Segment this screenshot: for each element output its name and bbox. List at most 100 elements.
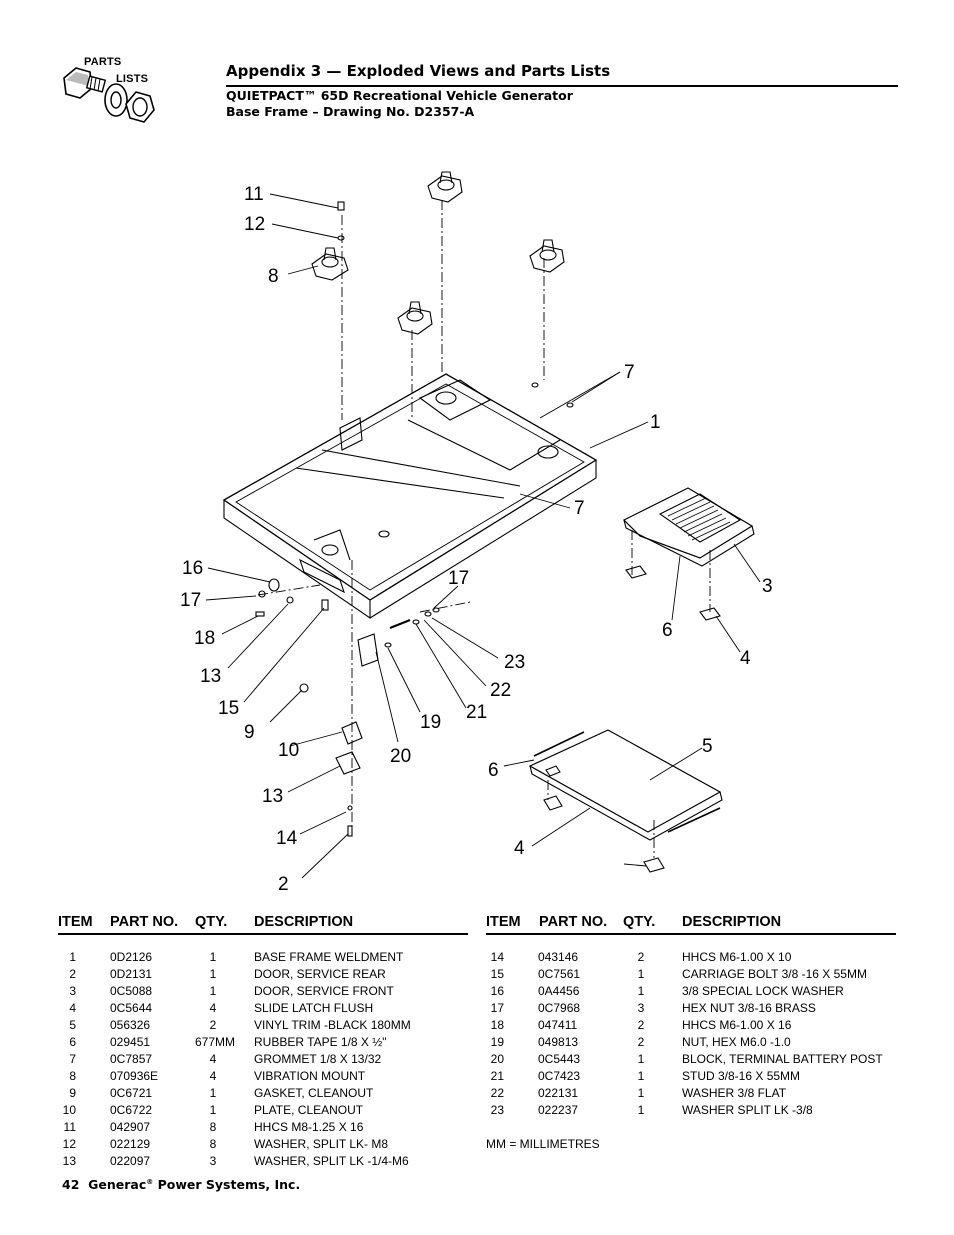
quantity: 1 — [209, 967, 217, 981]
callout-label: 9 — [244, 722, 255, 743]
part-number: 0C7968 — [538, 1001, 581, 1015]
part-number: 049813 — [538, 1035, 579, 1049]
item-number: 9 — [69, 1086, 76, 1100]
header-item: ITEM — [486, 914, 521, 930]
logo-line-parts: PARTS — [84, 56, 122, 68]
item-number: 8 — [69, 1069, 76, 1083]
logo-line-lists: LISTS — [116, 73, 149, 85]
description: VINYL TRIM -BLACK 180MM — [254, 1018, 411, 1032]
quantity: 677MM — [195, 1035, 236, 1049]
part-number: 022237 — [538, 1103, 579, 1117]
part-number: 070936E — [110, 1069, 159, 1083]
callout-label: 21 — [466, 702, 487, 723]
bolt-nut-washer-icon — [63, 67, 155, 123]
quantity: 2 — [637, 1035, 645, 1049]
part-number: 0C7857 — [110, 1052, 153, 1066]
quantity: 2 — [209, 1018, 217, 1032]
callout-label: 18 — [194, 628, 215, 649]
part-number: 0C7423 — [538, 1069, 581, 1083]
quantity: 3 — [209, 1154, 217, 1168]
item-number: 19 — [490, 1035, 504, 1049]
quantity: 1 — [637, 967, 645, 981]
description: WASHER, SPLIT LK- M8 — [254, 1137, 389, 1151]
part-number: 0D2126 — [110, 950, 153, 964]
header-rule — [486, 933, 896, 935]
description: HHCS M6-1.00 X 16 — [682, 1018, 792, 1032]
description: SLIDE LATCH FLUSH — [254, 1001, 374, 1015]
part-number: 056326 — [110, 1018, 151, 1032]
description: 3/8 SPECIAL LOCK WASHER — [682, 984, 844, 998]
item-number: 12 — [62, 1137, 76, 1151]
page-number: 42 — [62, 1177, 80, 1192]
callout-label: 20 — [390, 746, 411, 767]
callout-label: 4 — [514, 838, 525, 859]
callout-label: 19 — [420, 712, 441, 733]
callout-label: 17 — [180, 590, 201, 611]
page-title: Appendix 3 — Exploded Views and Parts Li… — [226, 62, 611, 80]
quantity: 1 — [637, 1069, 645, 1083]
part-number: 029451 — [110, 1035, 151, 1049]
part-number: 0C5088 — [110, 984, 153, 998]
header-qty: QTY. — [623, 914, 656, 930]
description: PLATE, CLEANOUT — [254, 1103, 364, 1117]
description: WASHER SPLIT LK -3/8 — [682, 1103, 813, 1117]
description: NUT, HEX M6.0 -1.0 — [682, 1035, 791, 1049]
item-number: 6 — [69, 1035, 76, 1049]
description: BASE FRAME WELDMENT — [254, 950, 404, 964]
header-rule — [226, 85, 898, 87]
item-number: 3 — [69, 984, 76, 998]
part-number: 0C7561 — [538, 967, 581, 981]
description: CARRIAGE BOLT 3/8 -16 X 55MM — [682, 967, 867, 981]
callout-label: 13 — [200, 666, 221, 687]
description: GROMMET 1/8 X 13/32 — [254, 1052, 382, 1066]
part-number: 022129 — [110, 1137, 151, 1151]
quantity: 2 — [637, 1018, 645, 1032]
item-number: 15 — [490, 967, 504, 981]
callout-label: 13 — [262, 786, 283, 807]
callout-label: 17 — [448, 568, 469, 589]
company-name: Generac — [88, 1177, 147, 1192]
company-name-rest: Power Systems, Inc. — [157, 1177, 301, 1192]
description: BLOCK, TERMINAL BATTERY POST — [682, 1052, 883, 1066]
item-number: 16 — [490, 984, 504, 998]
item-number: 1 — [69, 950, 76, 964]
exploded-view-drawing: 1112871736416171813151723222119209101314… — [180, 171, 773, 895]
description: GASKET, CLEANOUT — [254, 1086, 374, 1100]
part-number: 022097 — [110, 1154, 151, 1168]
part-number: 022131 — [538, 1086, 579, 1100]
quantity: 8 — [209, 1120, 217, 1134]
callout-label: 23 — [504, 652, 525, 673]
quantity: 1 — [637, 1086, 645, 1100]
quantity: 1 — [209, 984, 217, 998]
part-number: 0C5644 — [110, 1001, 153, 1015]
quantity: 1 — [209, 950, 217, 964]
item-number: 13 — [62, 1154, 76, 1168]
callout-label: 6 — [662, 620, 673, 641]
description: HHCS M6-1.00 X 10 — [682, 950, 792, 964]
callout-label: 16 — [182, 558, 203, 579]
part-number: 0A4456 — [538, 984, 580, 998]
description: RUBBER TAPE 1/8 X ½" — [254, 1035, 387, 1049]
callout-label: 3 — [762, 576, 773, 597]
quantity: 1 — [209, 1086, 217, 1100]
parts-lists-logo: PARTS LISTS — [58, 56, 158, 130]
item-number: 20 — [490, 1052, 504, 1066]
registered-mark: ® — [146, 1177, 154, 1186]
page-footer: 42 Generac® Power Systems, Inc. — [62, 1177, 300, 1192]
quantity: 4 — [209, 1001, 217, 1015]
part-number: 0D2131 — [110, 967, 153, 981]
item-number: 5 — [69, 1018, 76, 1032]
item-number: 21 — [490, 1069, 504, 1083]
header-description: DESCRIPTION — [682, 914, 782, 930]
quantity: 4 — [209, 1052, 217, 1066]
item-number: 7 — [69, 1052, 76, 1066]
quantity: 1 — [637, 1052, 645, 1066]
drawing-subtitle: Base Frame – Drawing No. D2357-A — [226, 104, 475, 119]
item-number: 17 — [490, 1001, 504, 1015]
callout-label: 22 — [490, 680, 511, 701]
part-number: 043146 — [538, 950, 579, 964]
description: WASHER 3/8 FLAT — [682, 1086, 787, 1100]
callout-label: 1 — [650, 412, 661, 433]
callout-label: 7 — [574, 498, 585, 519]
description: DOOR, SERVICE FRONT — [254, 984, 394, 998]
